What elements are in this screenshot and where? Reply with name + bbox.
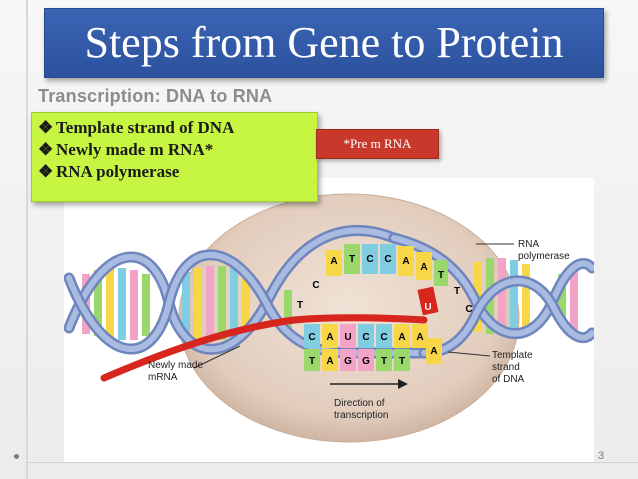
- top-tail-base-1: T: [454, 286, 460, 297]
- template-base-5: T: [381, 356, 387, 367]
- top-base-1: A: [330, 256, 337, 267]
- template-base-2: A: [326, 356, 333, 367]
- rna-base-3: U: [344, 332, 351, 343]
- top-tail-base-2: C: [465, 304, 472, 315]
- rna-strand: [100, 314, 428, 382]
- label-rna-polymerase: RNA polymerase: [518, 239, 570, 262]
- label-template-strand: Template strand of DNA: [492, 350, 535, 385]
- label-mrna-line1: Newly made: [148, 360, 203, 371]
- template-base-7: A: [430, 346, 437, 357]
- slide-dot-icon: [14, 454, 19, 459]
- label-direction-line1: Direction of: [334, 398, 385, 409]
- top-strand-bases: A T C C A A T T C C T: [297, 244, 473, 315]
- top-base-5: A: [402, 256, 409, 267]
- bullet-list: ❖Template strand of DNA ❖Newly made m RN…: [32, 113, 317, 183]
- dna-backbone: [63, 225, 598, 359]
- bullet-box: ❖Template strand of DNA ❖Newly made m RN…: [31, 112, 318, 202]
- template-bases: T A G G T T A: [304, 338, 442, 371]
- diamond-bullet-icon: ❖: [38, 140, 54, 159]
- left-base-1: C: [312, 280, 319, 291]
- top-base-6: A: [420, 262, 427, 273]
- label-mrna-line2: mRNA: [148, 372, 178, 383]
- rna-base-2: A: [326, 332, 333, 343]
- label-template-line3: of DNA: [492, 374, 525, 385]
- label-direction: Direction of transcription: [334, 398, 388, 421]
- slide-title: Steps from Gene to Protein: [84, 18, 564, 67]
- top-base-4: C: [384, 254, 391, 265]
- top-base-7: T: [438, 270, 444, 281]
- diamond-bullet-icon: ❖: [38, 118, 54, 137]
- template-base-6: T: [399, 356, 405, 367]
- bullet-text: RNA polymerase: [56, 162, 180, 181]
- incoming-base: U: [424, 302, 431, 313]
- bullet-item: ❖Newly made m RNA*: [38, 139, 317, 161]
- bullet-item: ❖Template strand of DNA: [38, 117, 317, 139]
- bullet-text: Template strand of DNA: [56, 118, 235, 137]
- top-base-2: T: [349, 254, 355, 265]
- rna-bases: C A U C C A A: [304, 324, 428, 348]
- template-base-4: G: [362, 356, 370, 367]
- incoming-nucleotide: U: [417, 286, 439, 316]
- rna-base-7: A: [416, 332, 423, 343]
- label-direction-line2: transcription: [334, 410, 388, 421]
- page-number: 3: [598, 450, 605, 462]
- slide-subtitle: Transcription: DNA to RNA: [38, 86, 273, 106]
- bullet-text: Newly made m RNA*: [56, 140, 214, 159]
- title-bar: Steps from Gene to Protein: [44, 8, 604, 78]
- rna-base-5: C: [380, 332, 387, 343]
- rna-base-6: A: [398, 332, 405, 343]
- label-template-line2: strand: [492, 362, 520, 373]
- top-base-3: C: [366, 254, 373, 265]
- rna-base-4: C: [362, 332, 369, 343]
- label-template-line1: Template: [492, 350, 533, 361]
- direction-arrowhead: [398, 379, 408, 389]
- bullet-item: ❖RNA polymerase: [38, 161, 317, 183]
- template-base-1: T: [309, 356, 315, 367]
- slide-frame-bottom: [26, 462, 638, 463]
- leader-lines: [193, 243, 514, 369]
- pre-mrna-note: *Pre m RNA: [316, 129, 439, 159]
- diamond-bullet-icon: ❖: [38, 162, 54, 181]
- label-rna-polymerase-line1: RNA: [518, 239, 539, 250]
- template-base-3: G: [344, 356, 352, 367]
- label-newly-made-mrna: Newly made mRNA: [148, 360, 206, 383]
- label-rna-polymerase-line2: polymerase: [518, 251, 570, 262]
- transcription-diagram: A T C C A A T T C C T U: [63, 178, 598, 462]
- rna-base-1: C: [308, 332, 315, 343]
- transcription-illustration: A T C C A A T T C C T U: [63, 193, 598, 443]
- slide-frame-left: [26, 0, 28, 479]
- left-base-2: T: [297, 300, 303, 311]
